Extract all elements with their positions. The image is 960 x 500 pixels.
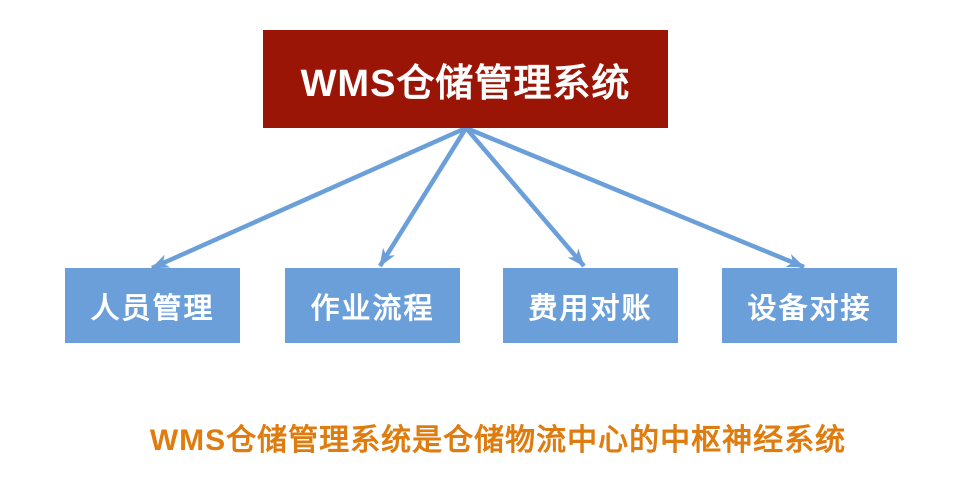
- arrow-root-to-child-1: [151, 125, 467, 271]
- arrow-root-to-child-4: [465, 125, 805, 270]
- root-node-wms-system: WMS仓储管理系统: [263, 30, 668, 128]
- arrow-root-to-child-2: [378, 126, 468, 268]
- child-node-fee-reconciliation: 费用对账: [503, 268, 678, 343]
- child-node-label: 设备对接: [747, 292, 872, 325]
- child-node-label: 费用对账: [528, 292, 653, 325]
- child-node-operation-workflow: 作业流程: [285, 268, 460, 343]
- root-node-label: WMS仓储管理系统: [300, 62, 631, 105]
- child-node-personnel-management: 人员管理: [65, 268, 240, 343]
- arrow-root-to-child-3: [464, 126, 586, 268]
- child-node-equipment-integration: 设备对接: [722, 268, 897, 343]
- diagram-caption: WMS仓储管理系统是仓储物流中心的中枢神经系统: [149, 424, 847, 457]
- child-node-label: 人员管理: [90, 292, 215, 325]
- child-node-label: 作业流程: [310, 292, 435, 325]
